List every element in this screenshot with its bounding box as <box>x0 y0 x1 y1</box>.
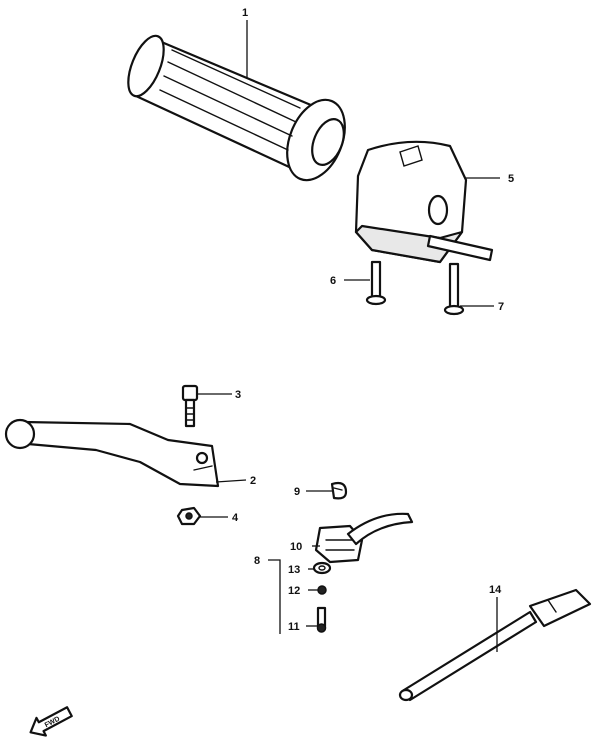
cable-tie <box>398 588 592 702</box>
callout-1: 1 <box>242 7 248 19</box>
housing-screw-short <box>365 260 387 306</box>
callout-6: 6 <box>330 275 336 287</box>
callout-13: 13 <box>288 564 300 576</box>
callout-11: 11 <box>288 621 300 633</box>
leader-2 <box>215 479 247 483</box>
switch-nut <box>317 585 327 595</box>
forward-arrow-icon: FWD <box>29 706 73 737</box>
bracket-8 <box>268 559 281 634</box>
callout-5: 5 <box>508 173 514 185</box>
callout-8: 8 <box>254 555 260 567</box>
housing-screw-long <box>443 262 465 316</box>
handlebar-grip <box>127 34 346 182</box>
callout-3: 3 <box>235 389 241 401</box>
callout-2: 2 <box>250 475 256 487</box>
callout-10: 10 <box>290 541 302 553</box>
lever-switch <box>314 512 414 564</box>
callout-12: 12 <box>288 585 300 597</box>
callout-9: 9 <box>294 486 300 498</box>
switch-housing <box>354 140 494 264</box>
callout-7: 7 <box>498 301 504 313</box>
lever-nut <box>176 506 202 526</box>
switch-washer <box>312 561 332 575</box>
small-clip <box>330 481 348 500</box>
callout-14: 14 <box>489 584 502 596</box>
callout-4: 4 <box>232 512 239 524</box>
lever-bolt <box>181 384 199 428</box>
control-lever <box>4 418 220 488</box>
switch-screw <box>316 606 327 633</box>
